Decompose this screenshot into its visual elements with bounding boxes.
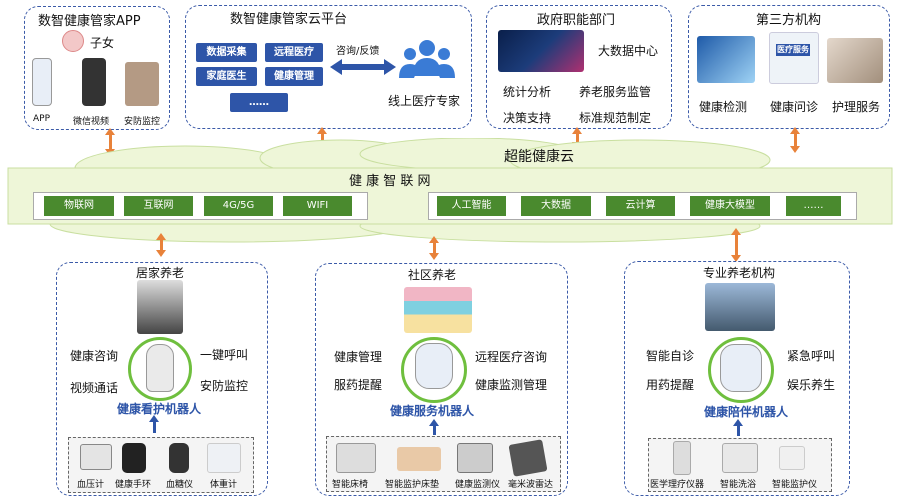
institution-robot-label: 健康陪伴机器人: [704, 405, 789, 419]
community-robot-icon: [415, 343, 453, 389]
community-device-3: 毫米波雷达: [508, 480, 554, 490]
smart-bed-icon: [336, 443, 376, 473]
platform-btn-more: ……: [230, 93, 288, 112]
app-title: 数智健康管家APP: [38, 14, 141, 29]
experts-group-icon: [399, 40, 455, 78]
institution-device-0: 医学理疗仪器: [650, 480, 705, 490]
home-device-1: 健康手环: [115, 480, 152, 490]
big-data-screen-image: [498, 30, 584, 72]
gov-title: 政府职能部门: [537, 13, 616, 28]
institution-right-1: 娱乐养生: [787, 378, 836, 392]
radar-icon: [508, 439, 548, 477]
arrow-third-cloud: [790, 127, 800, 153]
community-device-0: 智能床椅: [332, 480, 369, 490]
community-robot-circle: [401, 337, 467, 403]
home-device-2: 血糖仪: [166, 480, 194, 490]
platform-title: 数智健康管家云平台: [230, 12, 348, 27]
bidirectional-arrow-icon: [330, 59, 396, 75]
gov-item-stats: 统计分析: [503, 85, 552, 99]
community-device-1: 智能监护床垫: [385, 480, 440, 490]
net-4g5g: 4G/5G: [204, 196, 273, 216]
gov-item-bigdata: 大数据中心: [598, 44, 659, 58]
home-up-arrow: [149, 415, 159, 433]
network-title: 健 康 智 联 网: [349, 174, 431, 189]
institution-device-1: 智能洗浴: [720, 480, 757, 490]
net-llm: 健康大模型: [690, 196, 770, 216]
home-right-0: 一键呼叫: [200, 348, 249, 362]
glucose-icon: [169, 443, 189, 473]
bathing-icon: [722, 443, 758, 473]
scale-icon: [207, 443, 241, 473]
band-icon: [122, 443, 146, 473]
community-device-2: 健康监测仪: [455, 480, 501, 490]
community-left-1: 服药提醒: [334, 378, 383, 392]
home-device-0: 血压计: [77, 480, 105, 490]
gov-item-standards: 标准规范制定: [579, 111, 652, 125]
home-right-1: 安防监控: [200, 379, 249, 393]
health-check-image: [697, 36, 755, 83]
third-title: 第三方机构: [756, 13, 822, 28]
community-clinic-image: [404, 287, 472, 333]
app-item-security: 安防监控: [124, 117, 161, 127]
mattress-icon: [397, 447, 441, 471]
therapy-device-icon: [673, 441, 691, 475]
home-device-3: 体重计: [210, 480, 238, 490]
community-left-0: 健康管理: [334, 350, 383, 364]
security-camera-image: [125, 62, 159, 106]
nursing-service-image: [827, 38, 883, 83]
net-ai: 人工智能: [437, 196, 506, 216]
third-item-nursing: 护理服务: [832, 100, 881, 114]
app-item-app: APP: [33, 114, 51, 124]
home-left-1: 视频通话: [70, 381, 119, 395]
consult-feedback-label: 咨询/反馈: [336, 46, 380, 57]
institution-right-0: 紧急呼叫: [787, 349, 836, 363]
net-more: ……: [786, 196, 841, 216]
user-avatar-icon: [62, 30, 84, 52]
community-up-arrow: [429, 419, 439, 435]
platform-btn-family: 家庭医生: [196, 67, 257, 86]
bp-monitor-icon: [80, 444, 112, 470]
gov-item-decision: 决策支持: [503, 111, 552, 125]
community-right-0: 远程医疗咨询: [475, 350, 548, 364]
elder-photo-image: [137, 280, 183, 334]
arrow-community-cloud: [429, 236, 439, 260]
net-bigdata: 大数据: [521, 196, 591, 216]
phone-video-icon: [82, 58, 106, 106]
institution-up-arrow: [733, 419, 743, 436]
community-robot-label: 健康服务机器人: [390, 404, 475, 418]
gov-item-supervision: 养老服务监管: [579, 85, 652, 99]
monitor-device-icon: [779, 446, 805, 470]
platform-btn-data: 数据采集: [196, 43, 257, 62]
third-item-check: 健康检测: [699, 100, 748, 114]
cloud-title: 超能健康云: [504, 149, 574, 165]
institution-left-1: 用药提醒: [646, 378, 695, 392]
home-title: 居家养老: [136, 266, 185, 280]
online-expert-label: 线上医疗专家: [388, 94, 461, 108]
arrow-institution-cloud: [731, 228, 741, 262]
net-iot: 物联网: [44, 196, 114, 216]
institution-device-2: 智能监护仪: [772, 480, 818, 490]
app-item-video: 微信视频: [73, 117, 110, 127]
platform-btn-health: 健康管理: [265, 67, 323, 86]
third-item-consult: 健康问诊: [770, 100, 819, 114]
community-title: 社区养老: [408, 268, 457, 282]
net-cloud: 云计算: [606, 196, 675, 216]
institution-building-image: [705, 283, 775, 331]
institution-left-0: 智能自诊: [646, 349, 695, 363]
medical-service-sign: 医疗服务: [776, 44, 810, 56]
platform-btn-remote: 远程医疗: [265, 43, 323, 62]
arrow-home-cloud: [156, 233, 166, 257]
user-label: 子女: [90, 36, 115, 50]
home-robot-label: 健康看护机器人: [117, 402, 202, 416]
phone-app-icon: [32, 58, 52, 106]
community-right-1: 健康监测管理: [475, 378, 548, 392]
net-wifi: WIFI: [283, 196, 352, 216]
monitor-icon: [457, 443, 493, 473]
home-robot-icon: [146, 344, 174, 392]
health-consult-image: [769, 32, 819, 84]
institution-robot-icon: [720, 344, 762, 392]
home-left-0: 健康咨询: [70, 349, 119, 363]
institution-title: 专业养老机构: [703, 266, 776, 280]
net-internet: 互联网: [124, 196, 193, 216]
